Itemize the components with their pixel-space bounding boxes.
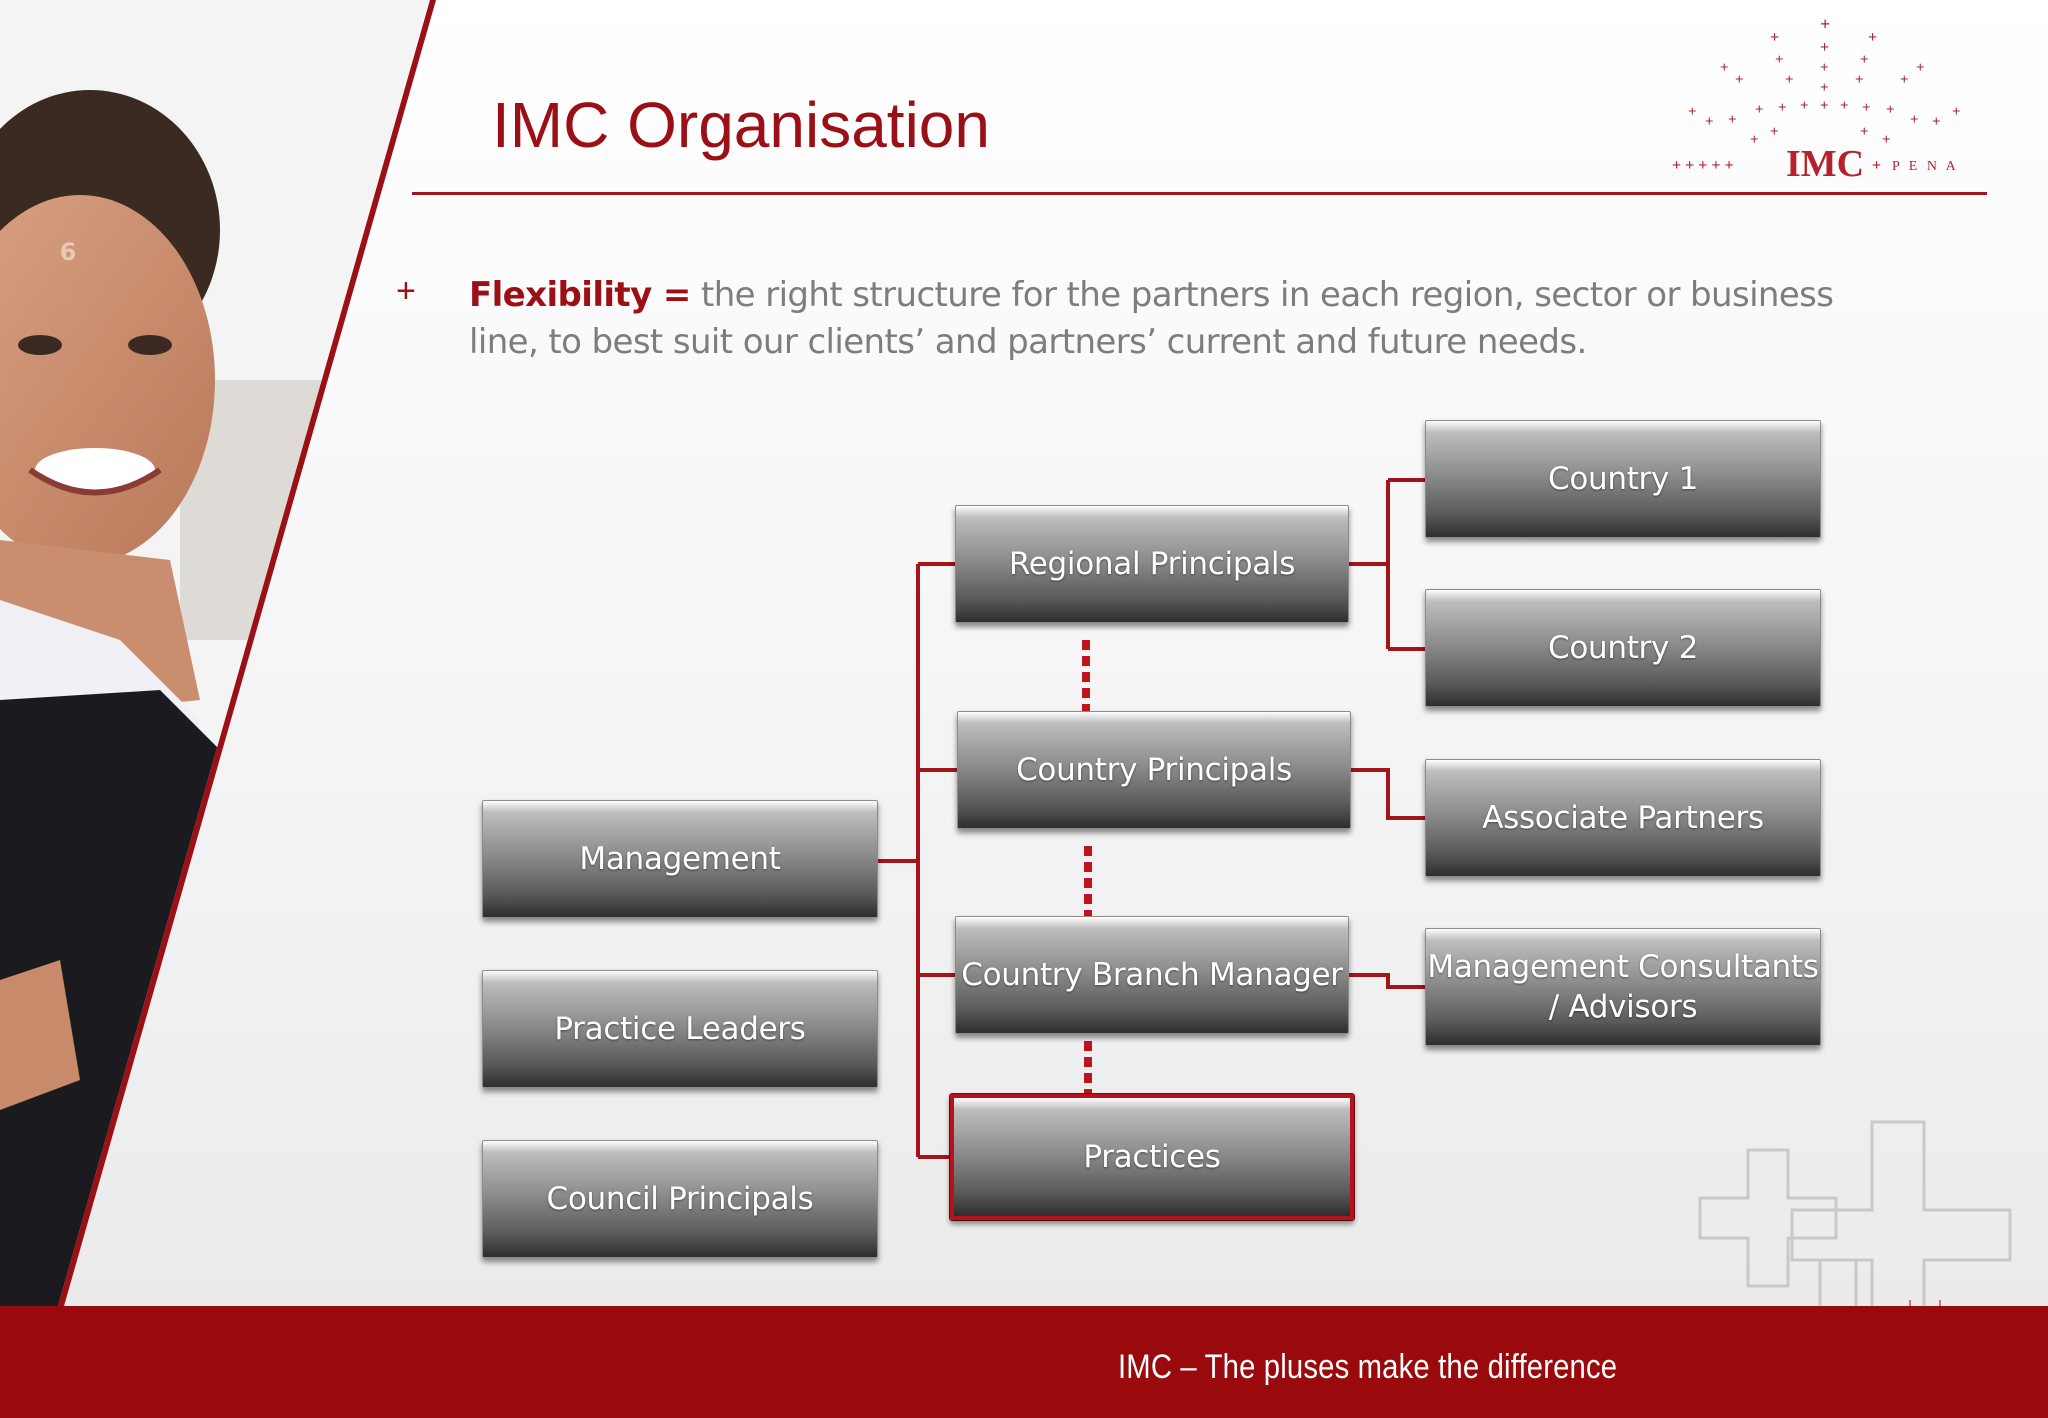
svg-text:+: + bbox=[1785, 72, 1794, 88]
svg-text:+: + bbox=[1916, 60, 1925, 76]
svg-text:+: + bbox=[1775, 52, 1784, 68]
box-country-1: Country 1 bbox=[1425, 420, 1821, 538]
svg-text:+: + bbox=[1860, 124, 1869, 140]
footer-bar bbox=[0, 1306, 2048, 1418]
svg-text:+: + bbox=[1800, 98, 1809, 114]
box-council-principals: Council Principals bbox=[482, 1140, 878, 1258]
box-country-principals: Country Principals bbox=[957, 711, 1351, 829]
svg-text:+: + bbox=[1820, 98, 1829, 114]
svg-text:+: + bbox=[1820, 60, 1829, 76]
svg-text:+: + bbox=[1868, 29, 1877, 46]
svg-text:+: + bbox=[1820, 14, 1830, 34]
svg-text:+: + bbox=[1910, 112, 1919, 128]
svg-text:+: + bbox=[1688, 104, 1697, 120]
connector-country-associates bbox=[1351, 768, 1425, 820]
title-divider bbox=[412, 192, 1987, 195]
svg-text:+: + bbox=[1860, 52, 1869, 68]
svg-text:+: + bbox=[1840, 98, 1849, 114]
box-country-branch-manager: Country Branch Manager bbox=[955, 916, 1349, 1034]
connector-regional-countries bbox=[1349, 478, 1425, 651]
box-management: Management bbox=[482, 800, 878, 918]
box-country-2: Country 2 bbox=[1425, 589, 1821, 707]
svg-text:+: + bbox=[1770, 29, 1779, 46]
svg-text:+: + bbox=[1882, 132, 1891, 148]
box-regional-principals: Regional Principals bbox=[955, 505, 1349, 623]
svg-text:+: + bbox=[1750, 132, 1759, 148]
svg-text:+: + bbox=[1820, 80, 1829, 96]
svg-text:+: + bbox=[1820, 39, 1829, 56]
svg-text:+: + bbox=[1932, 114, 1941, 130]
imc-logo: + ++ + ++ ++ + ++ ++ + ++ ++ ++ ++ ++ ++… bbox=[1672, 14, 1961, 185]
box-associate-partners: Associate Partners bbox=[1425, 759, 1821, 877]
svg-text:+ + + + +: + + + + + bbox=[1672, 157, 1734, 174]
svg-text:+: + bbox=[1900, 72, 1909, 88]
svg-text:+: + bbox=[1705, 114, 1714, 130]
logo-brand: IMC bbox=[1786, 143, 1864, 185]
box-practice-leaders: Practice Leaders bbox=[482, 970, 878, 1088]
bullet-plus-icon: + bbox=[396, 272, 416, 310]
bullet-paragraph: Flexibility = the right structure for th… bbox=[469, 272, 1899, 366]
svg-text:+: + bbox=[1855, 72, 1864, 88]
bullet-lead: Flexibility = bbox=[469, 275, 691, 315]
footer-tagline: IMC – The pluses make the difference bbox=[1118, 1348, 1618, 1386]
svg-text:+: + bbox=[1770, 124, 1779, 140]
bullet-body: the right structure for the partners in … bbox=[469, 275, 1834, 362]
svg-text:+: + bbox=[1886, 102, 1895, 118]
svg-text:+: + bbox=[1755, 102, 1764, 118]
svg-text:+: + bbox=[1728, 112, 1737, 128]
box-practices: Practices bbox=[950, 1094, 1354, 1220]
svg-text:+: + bbox=[1872, 157, 1881, 174]
box-management-consultants: Management Consultants / Advisors bbox=[1425, 928, 1821, 1046]
connector-branch-consultants bbox=[1349, 973, 1425, 989]
svg-text:+: + bbox=[1735, 72, 1744, 88]
svg-text:+: + bbox=[1952, 104, 1961, 120]
svg-text:+: + bbox=[1778, 100, 1787, 116]
logo-suffix: P E N A bbox=[1892, 159, 1959, 174]
slide-number: 6 bbox=[59, 238, 77, 266]
page-title: IMC Organisation bbox=[492, 89, 990, 161]
svg-text:+: + bbox=[1862, 100, 1871, 116]
svg-text:+: + bbox=[1720, 60, 1729, 76]
